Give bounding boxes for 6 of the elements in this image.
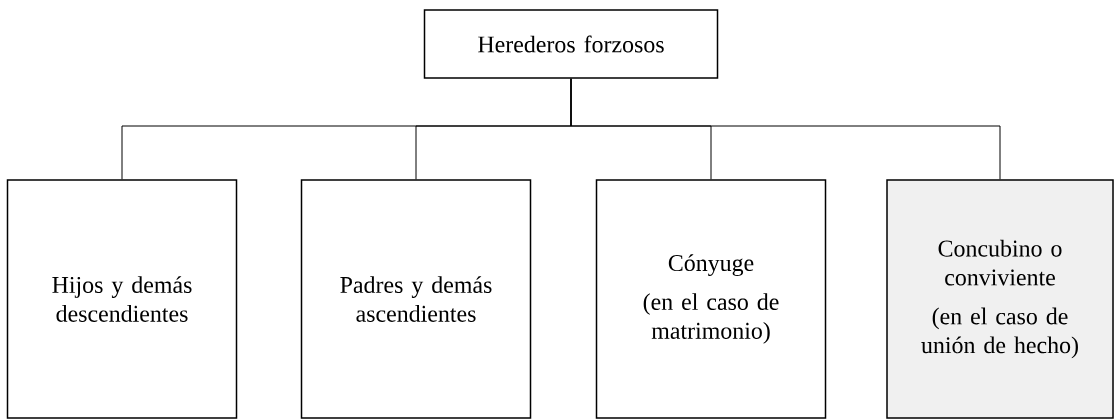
- title-box: Herederos forzosos: [423, 9, 719, 79]
- connector-line: [570, 78, 1001, 180]
- category-box: Concubino o conviviente (en el caso de unión de hecho): [886, 179, 1114, 419]
- category-box: Hijos y demás descendientes: [6, 179, 238, 419]
- category-box: Padres y demás ascendientes: [300, 179, 532, 419]
- category-box: Cónyuge (en el caso de matrimonio): [595, 179, 827, 419]
